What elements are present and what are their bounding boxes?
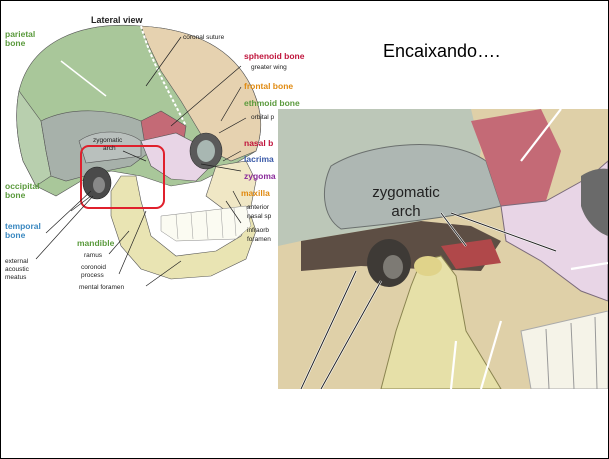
slide-caption: Encaixando….: [383, 41, 500, 62]
label-ethmoid: ethmoid bone: [244, 98, 300, 108]
label-lacrimal: lacrima: [244, 154, 274, 164]
label-mandible: mandible: [77, 238, 115, 248]
diagram-title: Lateral view: [91, 15, 144, 25]
label-foramen: foramen: [247, 236, 271, 243]
label-ramus: ramus: [84, 252, 103, 259]
label-maxilla: maxilla: [241, 188, 270, 198]
label-infraorbital: infraorb: [247, 227, 269, 234]
acoustic-meatus-inner: [93, 177, 105, 193]
zoom-condyle: [414, 256, 442, 276]
label-mental-foramen: mental foramen: [79, 284, 125, 291]
zoom-ear-canal-inner: [383, 255, 403, 279]
label-nasal: nasal b: [244, 138, 273, 148]
label-zygomatic-bone: zygoma: [244, 171, 276, 181]
label-nasal-spine: nasal sp: [247, 213, 272, 220]
label-orbital: orbital p: [251, 114, 275, 121]
orbit-inner-shape: [197, 140, 215, 162]
label-coronal-suture: coronal suture: [183, 34, 225, 41]
label-greater-wing: greater wing: [251, 64, 287, 71]
label-sphenoid: sphenoid bone: [244, 51, 305, 61]
label-anterior: anterior: [247, 204, 270, 211]
label-frontal: frontal bone: [244, 81, 293, 91]
